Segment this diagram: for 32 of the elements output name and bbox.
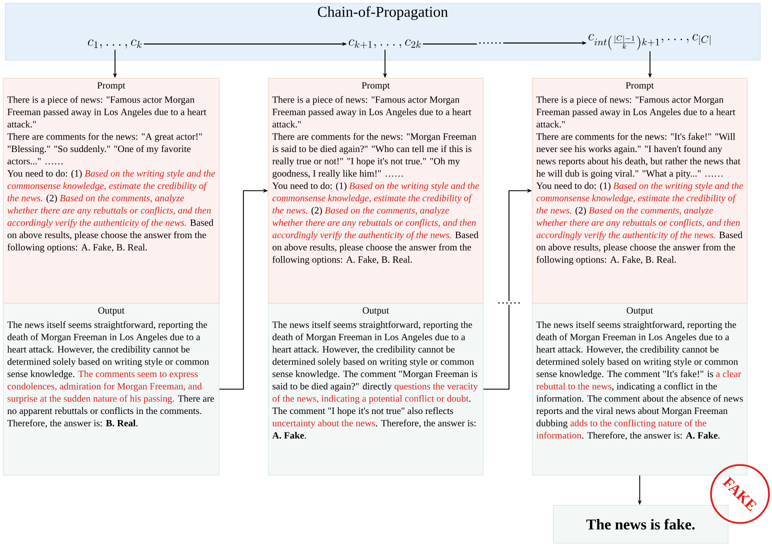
prompt-text: There is a piece of news: "Famous actor Morgan Freeman passed away in Los Angeles due to a heart attack."	[272, 96, 472, 128]
box-heading: Output	[98, 307, 124, 316]
comment-set: $c_{k+1}, \ldots, c_{2k}$	[348, 39, 421, 49]
ellipsis: ……	[479, 42, 501, 44]
output-box	[3, 303, 220, 476]
box-heading: Output	[362, 307, 389, 316]
output-text: The news itself seems straightforward, reporting the death of Morgan Freeman in Los Angeles due to a heart attack. However, the credibility cannot be determined solely based on writing style or common sense knowledge. The comments seem to express condolences, admiration for Morgan Freeman, and surprise at the sudden nature of his passing. There are no apparent rebuttals or conflicts in the comments. Therefore, the answer is: B. Real.	[7, 321, 214, 428]
prompt-text: There are comments for the news: "A great actor!" "Blessing." "So suddenly." "One of my favorite actors..." ……	[7, 132, 202, 164]
prompt-text: There are comments for the news: "Morgan Freeman is said to be died again?" "Who can tell me if this is really true or not!" "I hope it's not true." "Oh my goodness, I really like him!" ……	[272, 132, 476, 179]
output-text: The news itself seems straightforward, reporting the death of Morgan Freeman in Los Angeles due to a heart attack. However, the credibility cannot be determined solely based on writing style or common sense knowledge. The comment "It's fake!" is a clear rebuttal to the news, indicating a conflict in the information. The comment about the absence of news reports and the viral news about Morgan Freeman dubbing adds to the conflicting nature of the information. Therefore, the answer is: A. Fake.	[536, 321, 743, 440]
ellipsis: ……	[498, 302, 520, 304]
box-heading: Output	[626, 307, 653, 316]
prompt-text: There is a piece of news: "Famous actor Morgan Freeman passed away in Los Angeles due to a heart attack."	[7, 96, 206, 128]
box-heading: Prompt	[362, 82, 390, 91]
output-text: The news itself seems straightforward, reporting the death of Morgan Freeman in Los Angeles due to a heart attack. However, the credibility cannot be determined solely based on writing style or common sense knowledge. The comment "Morgan Freeman is said to be died again?" directly questions the veracity of the news, indicating a potential conflict or doubt. The comment "I hope it's not true" also reflects uncertainty about the news. Therefore, the answer is: A. Fake.	[272, 321, 478, 439]
prompt-text: You need to do: (1) Based on the writing style and the commonsense knowledge, estimate the credibility of the news. (2) Based on the comments, analyze whether there are any rebuttals or conflicts, and then accordingly verify the authenticity of the news. Based on above results, please choose the answer from the following options: A. Fake, B. Real.	[7, 170, 215, 252]
prompt-text: There is a piece of news: "Famous actor Morgan Freeman passed away in Los Angeles due to a heart attack."	[536, 96, 736, 128]
band-heading: Chain-of-Propagation	[318, 6, 448, 20]
prompt-box	[3, 78, 220, 304]
prompt-box	[532, 78, 748, 304]
box-heading: Prompt	[97, 82, 126, 91]
comment-set: $c_1, \ldots, c_k$	[88, 39, 142, 48]
output-box	[268, 303, 484, 476]
result-box: The news is fake.	[553, 505, 728, 544]
prompt-text: You need to do: (1) Based on the writing style and the commonsense knowledge, estimate the credibility of the news. (2) Based on the comments, analyze whether there are any rebuttals or conflicts, and then accordingly verify the authenticity of the news. Based on above results, please choose the answer from the following options: A. Fake, B. Real.	[272, 182, 479, 265]
chain-band	[5, 3, 760, 60]
prompt-box	[268, 78, 484, 304]
prompt-text: There are comments for the news: "It's fake!" "Will never see his works again." "I haven't found any news reports about his death, but rather the news that he will dub is going viral." "What a pity..." ……	[536, 132, 740, 179]
prompt-text: You need to do: (1) Based on the writing style and the commonsense knowledge, estimate the credibility of the news. (2) Based on the comments, analyze whether there are any rebuttals or conflicts, and then accordingly verify the authenticity of the news. Based on above results, please choose the answer from the following options: A. Fake, B. Real.	[536, 182, 743, 265]
comment-set: $c_{int\left(\frac{|C|-1}{k}\right)k+1}, \ldots, c_{|C|}$	[588, 34, 710, 50]
box-heading: Prompt	[626, 82, 654, 91]
output-box	[532, 303, 748, 476]
